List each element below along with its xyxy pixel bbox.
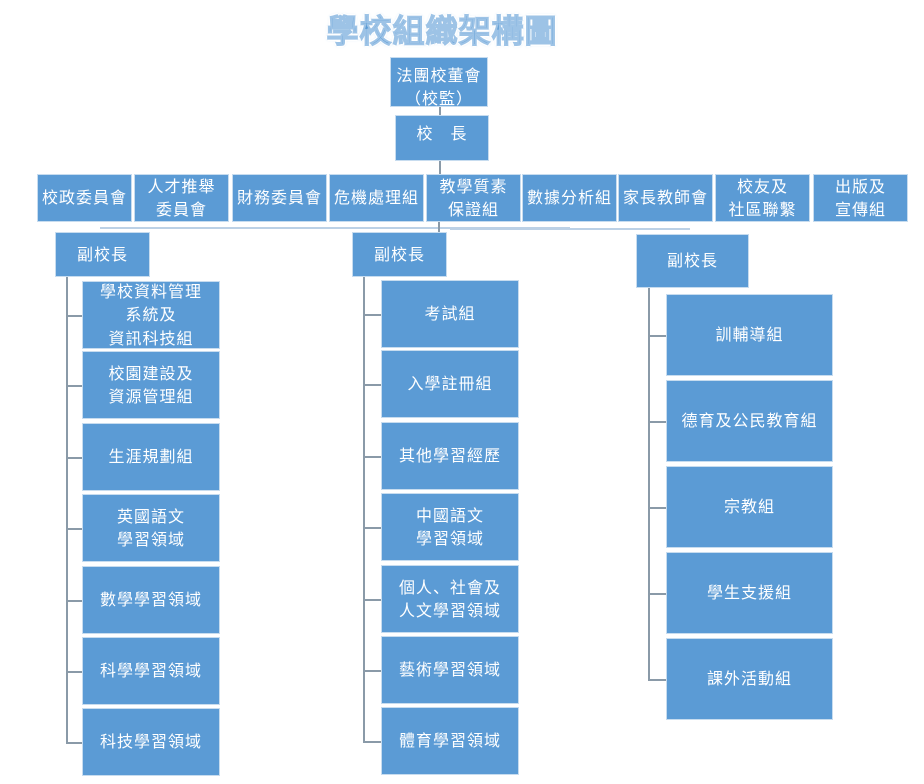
vice-principal-box: 副校長 — [636, 234, 749, 288]
connector-line — [648, 288, 650, 680]
connector-line — [648, 335, 666, 337]
group-box: 校園建設及 資源管理組 — [82, 351, 220, 419]
connector-line — [66, 385, 82, 387]
chart-title: 學校組織架構圖 — [326, 12, 558, 51]
committee-box: 數據分析組 — [522, 174, 617, 222]
group-box: 體育學習領域 — [381, 707, 519, 775]
connector-line — [66, 457, 82, 459]
vice-principal-box: 副校長 — [55, 232, 150, 277]
group-box: 其他學習經歷 — [381, 422, 519, 490]
connector-line — [648, 679, 666, 681]
connector-line — [363, 277, 365, 742]
connector-line — [363, 384, 381, 386]
connector-line — [648, 507, 666, 509]
group-box: 訓輔導組 — [666, 294, 833, 376]
connector-line — [648, 421, 666, 423]
principal-box: 校 長 — [395, 115, 489, 161]
connector-line — [66, 528, 82, 530]
connector-line — [363, 314, 381, 316]
committee-box: 教學質素 保證組 — [426, 174, 521, 222]
group-box: 個人、社會及 人文學習領域 — [381, 565, 519, 633]
connector-line — [100, 227, 570, 229]
connector-line — [363, 456, 381, 458]
group-box: 英國語文 學習領域 — [82, 494, 220, 562]
connector-line — [438, 222, 440, 232]
connector-line — [66, 315, 82, 317]
committee-box: 校友及 社區聯繫 — [715, 174, 810, 222]
group-box: 中國語文 學習領域 — [381, 493, 519, 561]
group-box: 入學註冊組 — [381, 350, 519, 418]
committee-box: 校政委員會 — [37, 174, 132, 222]
group-box: 德育及公民教育組 — [666, 380, 833, 462]
connector-line — [363, 670, 381, 672]
committee-box: 危機處理組 — [329, 174, 424, 222]
group-box: 藝術學習領域 — [381, 636, 519, 704]
connector-line — [66, 671, 82, 673]
connector-line — [363, 527, 381, 529]
group-box: 科學學習領域 — [82, 637, 220, 705]
committee-box: 財務委員會 — [232, 174, 327, 222]
committee-box: 家長教師會 — [618, 174, 713, 222]
connector-line — [450, 228, 690, 230]
group-box: 學生支援組 — [666, 552, 833, 634]
connector-line — [439, 161, 441, 174]
board-box: 法團校董會 （校監） — [390, 57, 488, 108]
connector-line — [648, 593, 666, 595]
group-box: 科技學習領域 — [82, 708, 220, 776]
connector-line — [363, 599, 381, 601]
group-box: 學校資料管理 系統及 資訊科技組 — [82, 281, 220, 349]
connector-line — [439, 107, 441, 115]
committee-box: 人才推舉 委員會 — [134, 174, 229, 222]
connector-line — [363, 741, 381, 743]
connector-line — [66, 600, 82, 602]
committee-box: 出版及 宣傳組 — [813, 174, 908, 222]
group-box: 數學學習領域 — [82, 566, 220, 634]
group-box: 課外活動組 — [666, 638, 833, 720]
group-box: 宗教組 — [666, 466, 833, 548]
connector-line — [66, 742, 82, 744]
group-box: 生涯規劃組 — [82, 423, 220, 491]
group-box: 考試組 — [381, 280, 519, 348]
vice-principal-box: 副校長 — [352, 232, 447, 277]
connector-line — [66, 277, 68, 743]
